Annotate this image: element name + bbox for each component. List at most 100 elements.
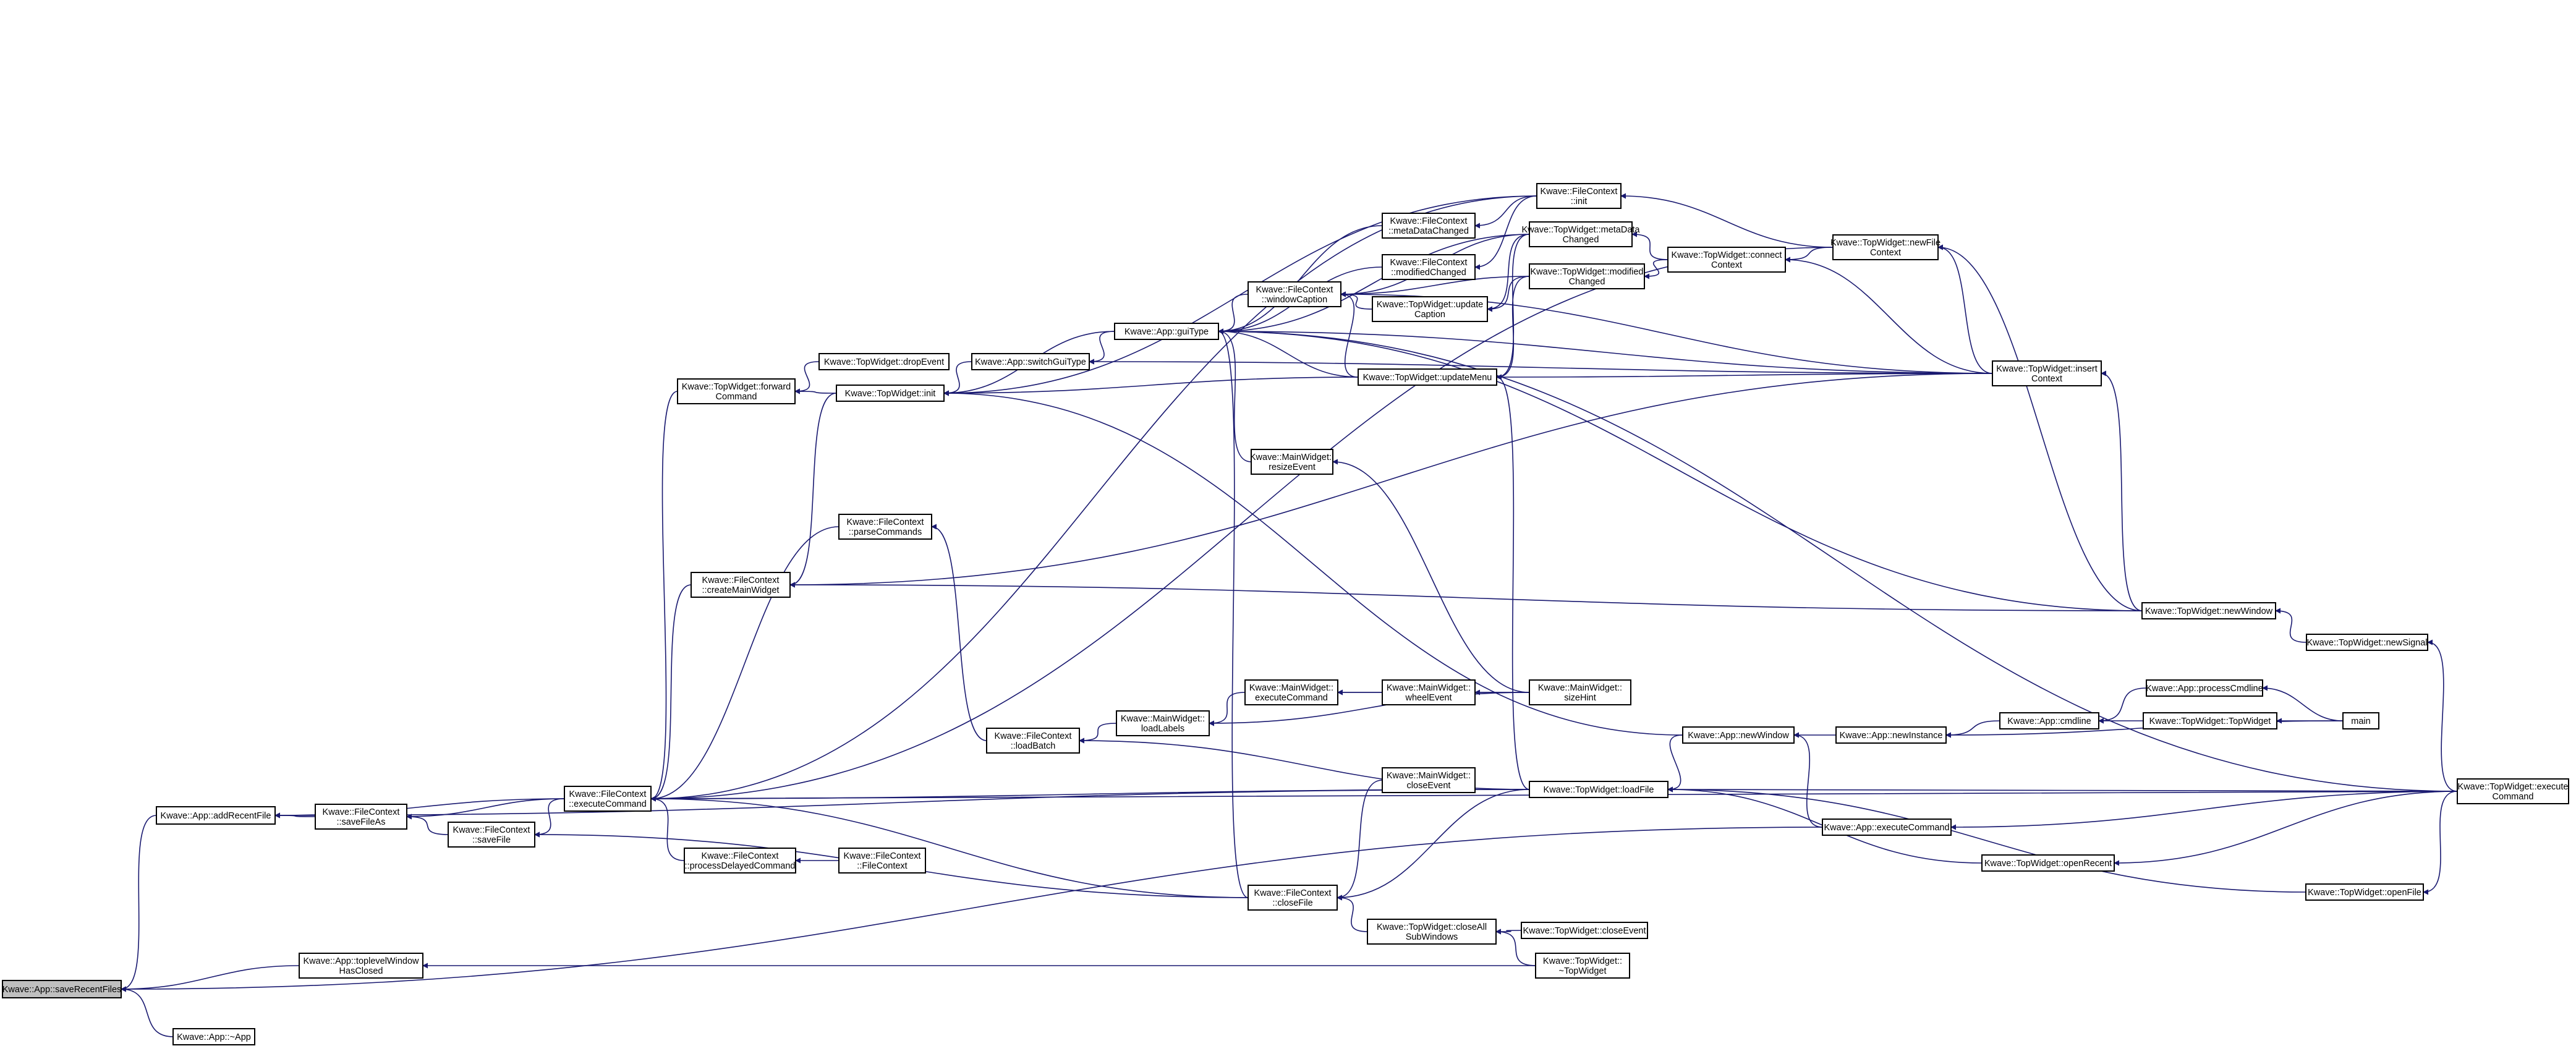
call-edge (1337, 895, 1368, 932)
graph-node-label: ::loadBatch (1011, 741, 1056, 751)
call-edge (406, 798, 565, 820)
graph-node[interactable]: Kwave::FileContext::executeCommand (564, 786, 652, 812)
graph-node-label: Kwave::TopWidget::openFile (2308, 888, 2421, 898)
graph-node[interactable]: Kwave::TopWidget::openRecent (1981, 854, 2115, 872)
graph-node-label: Context (1870, 248, 1901, 258)
graph-node[interactable]: Kwave::App::switchGuiType (971, 353, 1090, 370)
graph-node-label: loadLabels (1141, 724, 1184, 734)
graph-node-label: main (2351, 716, 2370, 726)
graph-node[interactable]: Kwave::FileContext::parseCommands (838, 514, 932, 540)
graph-node-label: Kwave::TopWidget:: (1543, 956, 1622, 966)
call-edge (1620, 193, 1834, 248)
graph-node[interactable]: Kwave::TopWidget::metaDataChanged (1521, 221, 1640, 247)
graph-node-label: Context (1711, 260, 1742, 270)
call-edge (1340, 291, 1359, 378)
graph-node[interactable]: Kwave::TopWidget::loadFile (1529, 781, 1668, 798)
graph-node[interactable]: Kwave::App::cmdline (1999, 712, 2099, 729)
graph-node[interactable]: Kwave::MainWidget::closeEvent (1382, 767, 1476, 793)
graph-node-label: Kwave::MainWidget:: (1249, 683, 1333, 693)
graph-node[interactable]: Kwave::App::addRecentFile (156, 806, 276, 825)
graph-node[interactable]: Kwave::App::saveRecentFiles (2, 980, 122, 998)
graph-node[interactable]: Kwave::App::guiType (1114, 323, 1219, 340)
call-edge (650, 584, 692, 802)
graph-node[interactable]: main (2342, 712, 2379, 729)
graph-node[interactable]: Kwave::FileContext::closeFile (1248, 885, 1338, 911)
graph-node[interactable]: Kwave::FileContext::modifiedChanged (1382, 254, 1476, 280)
graph-node-box (971, 353, 1090, 370)
call-edge (1793, 732, 1823, 828)
graph-node[interactable]: Kwave::App::newWindow (1682, 726, 1795, 744)
graph-node[interactable]: Kwave::TopWidget::updateMenu (1358, 368, 1497, 386)
graph-node[interactable]: Kwave::TopWidget::~TopWidget (1535, 953, 1630, 979)
graph-node[interactable]: Kwave::TopWidget::openFile (2305, 883, 2424, 901)
graph-node[interactable]: Kwave::App::~App (172, 1028, 255, 1045)
graph-node[interactable]: Kwave::MainWidget::loadLabels (1116, 710, 1210, 736)
graph-node-label: Kwave::MainWidget:: (1250, 453, 1334, 462)
graph-node-label: ::closeFile (1272, 898, 1312, 908)
graph-node[interactable]: Kwave::FileContext::FileContext (838, 848, 926, 874)
graph-node-label: Changed (1569, 277, 1605, 287)
graph-node-label: Kwave::FileContext (847, 517, 924, 527)
graph-node[interactable]: Kwave::FileContext::loadBatch (986, 728, 1080, 754)
graph-node-box (1358, 368, 1497, 386)
graph-node-box (1382, 213, 1476, 239)
graph-node-box (1529, 679, 1631, 705)
graph-node[interactable]: Kwave::TopWidget::TopWidget (2143, 712, 2277, 729)
graph-node[interactable]: Kwave::MainWidget::wheelEvent (1382, 679, 1476, 705)
graph-node-box (1382, 679, 1476, 705)
graph-node[interactable]: Kwave::FileContext::init (1536, 183, 1622, 209)
graph-node[interactable]: Kwave::TopWidget::executeCommand (2457, 778, 2569, 804)
graph-node[interactable]: Kwave::TopWidget::closeEvent (1521, 922, 1648, 939)
graph-node[interactable]: Kwave::FileContext::createMainWidget (691, 572, 791, 598)
call-edge (1209, 692, 1246, 726)
call-edge (1937, 244, 2143, 611)
graph-node[interactable]: Kwave::FileContext::saveFile (448, 822, 535, 848)
graph-node-box (1667, 247, 1786, 273)
graph-node-label: Kwave::TopWidget::modified (1531, 267, 1644, 277)
graph-node-box (1248, 885, 1338, 911)
graph-node-label: Kwave::TopWidget::update (1377, 300, 1484, 310)
graph-node-box (691, 572, 791, 598)
graph-node[interactable]: Kwave::TopWidget::newSignal (2306, 634, 2428, 651)
graph-node[interactable]: Kwave::App::executeCommand (1822, 819, 1952, 836)
graph-node-label: ::FileContext (857, 861, 907, 871)
graph-node[interactable]: Kwave::FileContext::windowCaption (1248, 281, 1341, 307)
graph-node[interactable]: Kwave::FileContext::saveFileAs (315, 804, 407, 830)
graph-node[interactable]: Kwave::App::processCmdline (2146, 679, 2263, 697)
call-edge (1945, 720, 2000, 738)
graph-node[interactable]: Kwave::TopWidget::modifiedChanged (1529, 263, 1645, 289)
graph-node-box (838, 514, 932, 540)
graph-node-label: Kwave::TopWidget::loadFile (1544, 785, 1654, 795)
graph-node-box (838, 848, 926, 874)
graph-node-label: Kwave::TopWidget::forward (682, 382, 791, 392)
graph-node[interactable]: Kwave::App::newInstance (1835, 726, 1947, 744)
graph-node-box (1682, 726, 1795, 744)
graph-node[interactable]: Kwave::FileContext::metaDataChanged (1382, 213, 1476, 239)
graph-node[interactable]: Kwave::TopWidget::init (836, 385, 945, 402)
graph-node[interactable]: Kwave::MainWidget::resizeEvent (1250, 449, 1334, 475)
graph-node[interactable]: Kwave::TopWidget::newWindow (2141, 602, 2276, 619)
graph-node-label: ::processDelayedCommand (685, 861, 796, 871)
graph-node-box (1536, 183, 1622, 209)
call-edge (2101, 370, 2143, 611)
graph-node-label: ::init (1571, 197, 1588, 206)
graph-node[interactable]: Kwave::TopWidget::dropEvent (818, 353, 950, 370)
graph-node[interactable]: Kwave::FileContext::processDelayedComman… (684, 848, 796, 874)
call-edge (1950, 791, 2458, 830)
graph-node-label: Kwave::App::addRecentFile (161, 811, 271, 821)
graph-node[interactable]: Kwave::MainWidget::sizeHint (1529, 679, 1631, 705)
graph-node-label: Kwave::FileContext (844, 851, 921, 861)
graph-node-label: wheelEvent (1405, 693, 1452, 703)
call-edge (1089, 359, 1993, 374)
graph-node-box (2457, 778, 2569, 804)
graph-node-label: Kwave::App::cmdline (2007, 716, 2091, 726)
graph-node[interactable]: Kwave::MainWidget::executeCommand (1244, 679, 1338, 705)
